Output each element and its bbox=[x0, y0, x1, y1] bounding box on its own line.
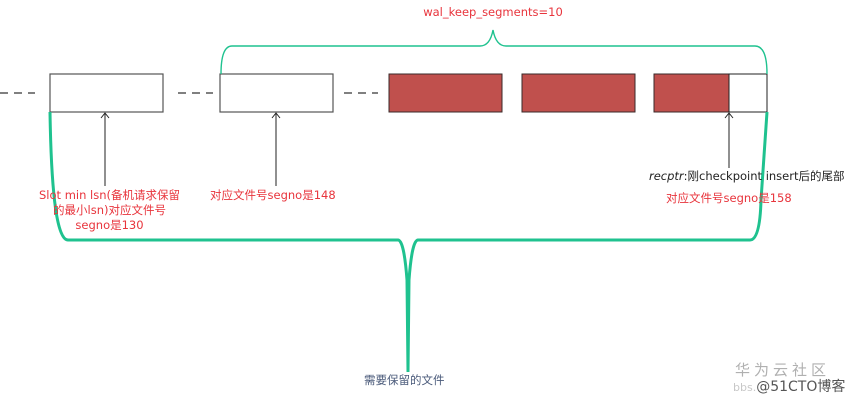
watermark-text: @51CTO博客 bbox=[756, 379, 846, 395]
segment-130 bbox=[49, 73, 164, 113]
slot-line-1: Slot min lsn(备机请求保留 bbox=[39, 188, 180, 202]
recptr-term: recptr bbox=[649, 169, 684, 183]
segno-158-annotation: 对应文件号segno是158 bbox=[666, 191, 792, 205]
recptr-annotation: recptr:刚checkpoint insert后的尾部 bbox=[649, 169, 845, 184]
slot-line-3: segno是130 bbox=[75, 218, 144, 232]
segment-148 bbox=[219, 73, 334, 113]
arrows bbox=[100, 112, 734, 186]
segment-red-1 bbox=[388, 73, 503, 113]
top-brace bbox=[220, 29, 768, 75]
watermark-faint: bbs. bbox=[733, 381, 757, 394]
slot-line-2: 的最小lsn)对应文件号 bbox=[53, 203, 166, 217]
segno-148-annotation: 对应文件号segno是148 bbox=[210, 188, 336, 202]
segment-red-2 bbox=[521, 73, 636, 113]
watermark-huawei: 华为云社区 bbox=[735, 361, 831, 379]
recptr-desc: :刚checkpoint insert后的尾部 bbox=[683, 169, 845, 183]
bottom-brace bbox=[48, 111, 769, 373]
wal-keep-segments-label: wal_keep_segments=10 bbox=[423, 5, 563, 19]
watermark-51cto: bbs.@51CTO博客 bbox=[733, 376, 845, 396]
slot-min-lsn-annotation: Slot min lsn(备机请求保留 的最小lsn)对应文件号 segno是1… bbox=[22, 188, 197, 233]
files-to-keep-label: 需要保留的文件 bbox=[364, 373, 445, 387]
segment-158 bbox=[653, 73, 768, 113]
